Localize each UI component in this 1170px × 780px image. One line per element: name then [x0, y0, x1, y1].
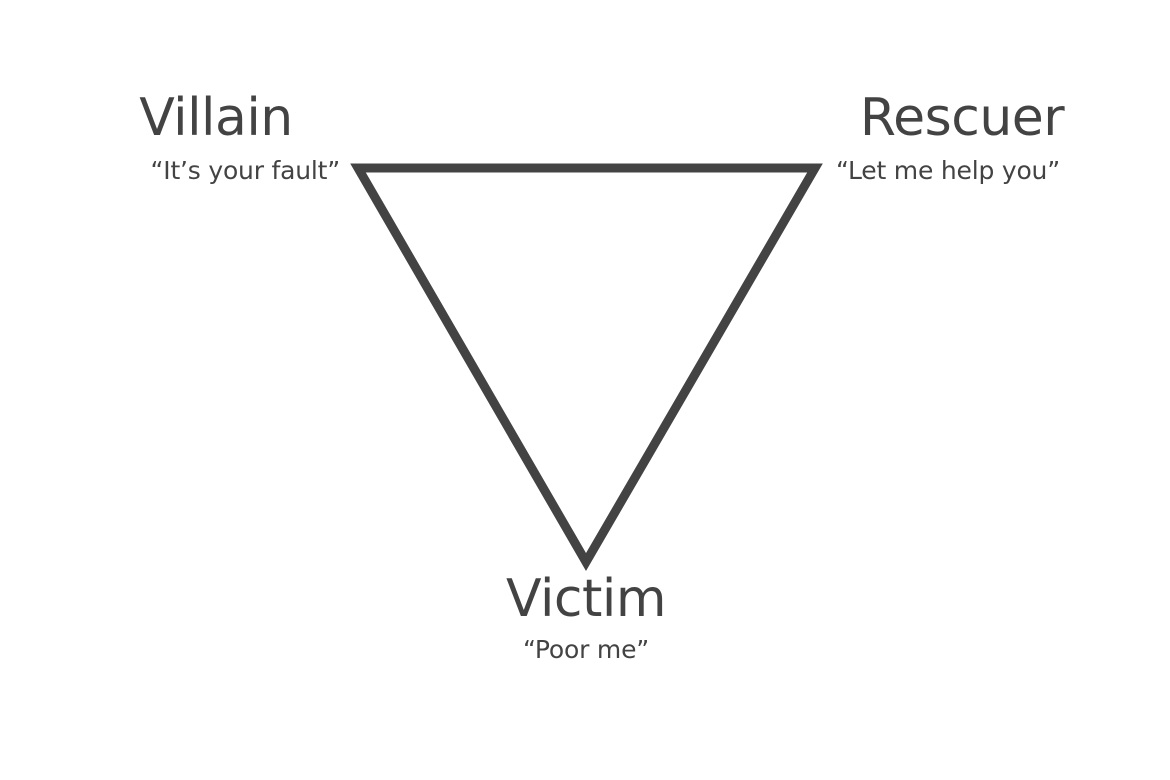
- victim-role-label: Victim: [506, 569, 666, 629]
- rescuer-quote-label: “Let me help you”: [836, 156, 1060, 185]
- villain-role-label: Villain: [139, 88, 293, 148]
- victim-quote-label: “Poor me”: [522, 635, 650, 664]
- rescuer-role-label: Rescuer: [859, 88, 1065, 148]
- node-victim: Victim “Poor me”: [386, 573, 786, 662]
- node-villain: Villain “It’s your fault”: [92, 92, 340, 183]
- villain-quote-label: “It’s your fault”: [150, 156, 341, 185]
- node-rescuer: Rescuer “Let me help you”: [836, 92, 1088, 183]
- triangle-outline: [350, 163, 823, 571]
